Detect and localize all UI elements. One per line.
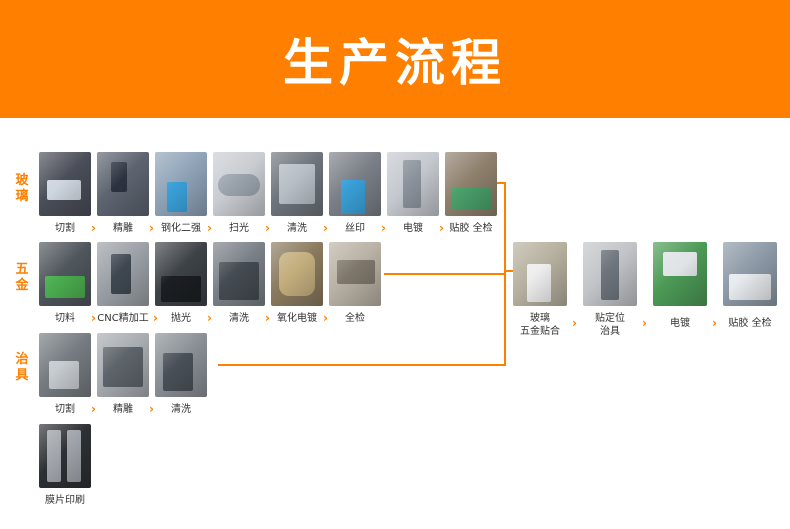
connector-line [497,182,506,184]
step-label-glass-2: 精雕 [113,223,133,234]
step-label-assembly-4: 贴胶 全检 [728,318,772,329]
arrow-icon: › [91,402,96,416]
photo-membrane-printing [39,424,91,488]
photo-glass-engraving [97,152,149,216]
row-label-hardware: 五金 [15,262,29,293]
photo-assembly-fixture [583,242,637,306]
arrow-icon: › [323,221,328,235]
photo-fixture-cleaning [155,333,207,397]
step-label-hardware-4: 清洗 [229,313,249,324]
arrow-icon: › [153,311,158,325]
arrow-icon: › [712,316,717,330]
photo-glass-sweeping [213,152,265,216]
step-label-glass-8: 贴胶 全检 [449,223,493,234]
step-label-glass-5: 清洗 [287,223,307,234]
arrow-icon: › [207,311,212,325]
step-label-assembly-3: 电镀 [670,318,690,329]
arrow-icon: › [439,221,444,235]
arrow-icon: › [207,221,212,235]
photo-fixture-cutting [39,333,91,397]
row-label-fixture: 治具 [15,352,29,383]
arrow-icon: › [149,221,154,235]
photo-glass-plating [387,152,439,216]
step-label-hardware-3: 抛光 [171,313,191,324]
step-label-glass-6: 丝印 [345,223,365,234]
photo-assembly-inspection [723,242,777,306]
step-label-glass-4: 扫光 [229,223,249,234]
photo-glass-printing [329,152,381,216]
connector-line [504,182,506,366]
arrow-icon: › [265,221,270,235]
step-label-glass-1: 切割 [55,223,75,234]
arrow-icon: › [91,311,96,325]
step-label-assembly-1: 玻璃 五金贴合 [520,313,560,337]
step-label-assembly-2: 贴定位 治具 [595,313,625,337]
row-label-glass: 玻璃 [15,173,29,204]
arrow-icon: › [91,221,96,235]
photo-assembly-plating [653,242,707,306]
connector-line [218,364,506,366]
step-label-hardware-5: 氧化电镀 [277,313,317,324]
step-label-glass-7: 电镀 [403,223,423,234]
arrow-icon: › [323,311,328,325]
photo-hardware-cleaning [213,242,265,306]
photo-assembly-bonding [513,242,567,306]
arrow-icon: › [149,402,154,416]
header-banner: 生产流程 [0,0,790,118]
photo-hardware-cnc [97,242,149,306]
photo-glass-tempering [155,152,207,216]
arrow-icon: › [642,316,647,330]
step-label-fixture-3: 清洗 [171,404,191,415]
photo-hardware-inspection [329,242,381,306]
step-label-fixture-1: 切割 [55,404,75,415]
connector-line [504,270,513,272]
photo-fixture-engraving [97,333,149,397]
connector-line [384,273,506,275]
step-label-hardware-1: 切料 [55,313,75,324]
photo-glass-cleaning [271,152,323,216]
step-label-hardware-2: CNC精加工 [97,313,149,324]
step-label-glass-3: 钢化二强 [161,223,201,234]
photo-hardware-cutting [39,242,91,306]
step-label-fixture-2: 精雕 [113,404,133,415]
step-label-hardware-6: 全检 [345,313,365,324]
arrow-icon: › [381,221,386,235]
photo-hardware-polishing [155,242,207,306]
page-title: 生产流程 [283,34,507,92]
arrow-icon: › [265,311,270,325]
photo-glass-cutting [39,152,91,216]
photo-glass-inspection [445,152,497,216]
step-label-membrane: 膜片印刷 [45,495,85,506]
photo-hardware-plating [271,242,323,306]
arrow-icon: › [572,316,577,330]
